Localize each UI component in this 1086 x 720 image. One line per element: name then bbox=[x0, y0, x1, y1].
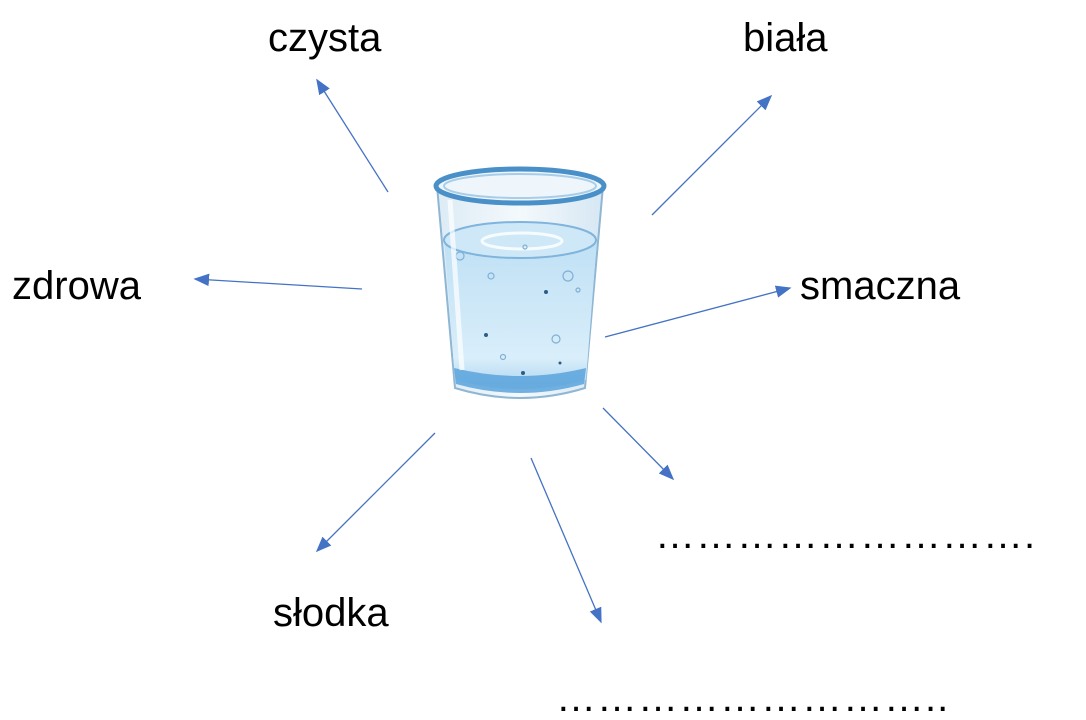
arrow-to-blank-2 bbox=[530, 457, 602, 624]
arrow-to-blank-1 bbox=[602, 407, 675, 481]
blank-line-2: ……………………….. bbox=[556, 676, 950, 720]
arrow-to-smaczna bbox=[604, 285, 792, 338]
arrow-to-zdrowa bbox=[193, 273, 363, 290]
word-zdrowa: zdrowa bbox=[12, 264, 141, 308]
arrow-to-biala bbox=[651, 94, 773, 216]
arrow-to-czysta bbox=[316, 78, 389, 193]
word-biala: biała bbox=[743, 16, 828, 60]
arrow-to-slodka bbox=[315, 432, 436, 553]
blank-line-1: ………………………. bbox=[655, 513, 1037, 557]
word-slodka: słodka bbox=[273, 591, 389, 635]
word-smaczna: smaczna bbox=[800, 264, 961, 308]
word-czysta: czysta bbox=[268, 16, 382, 60]
